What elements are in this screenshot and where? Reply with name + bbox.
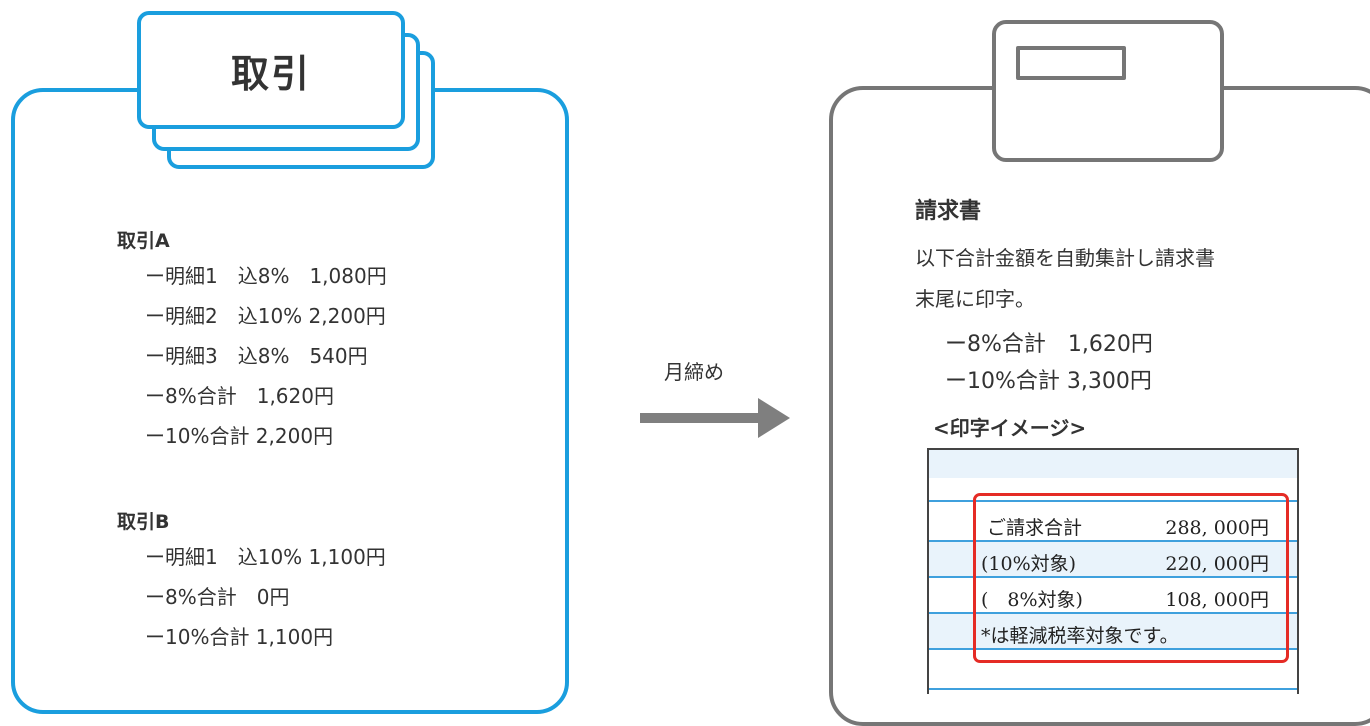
stripe — [929, 448, 1297, 478]
transaction-b-line-1: ー明細1 込10% 1,100円 — [145, 545, 386, 569]
transaction-a-line-1: ー明細1 込8% 1,080円 — [145, 264, 387, 288]
transaction-a-line-3: ー明細3 込8% 540円 — [145, 344, 368, 368]
print-image-label: <印字イメージ> — [933, 416, 1087, 440]
transaction-a-line-5: ー10%合計 2,200円 — [145, 424, 334, 448]
transaction-b-line-2: ー8%合計 0円 — [145, 585, 290, 609]
invoice-document-icon — [992, 20, 1224, 162]
right-arrow-icon — [640, 398, 790, 438]
rule-line — [929, 540, 1297, 542]
print-row-label: ( 8%対象) — [981, 589, 1083, 611]
invoice-description: 以下合計金額を自動集計し請求書 末尾に印字。 — [915, 238, 1215, 320]
card-title: 取引 — [230, 51, 311, 96]
print-row-label: ご請求合計 — [987, 517, 1083, 539]
transaction-b-line-3: ー10%合計 1,100円 — [145, 625, 334, 649]
stripe — [929, 542, 1297, 578]
rule-line — [929, 576, 1297, 578]
print-row-amount: 288, 000円 — [1165, 517, 1269, 539]
rule-line — [929, 500, 1297, 502]
print-row-amount: 220, 000円 — [1165, 553, 1269, 575]
transaction-b-title: 取引B — [117, 511, 170, 533]
transactions-panel — [11, 88, 569, 714]
transaction-b: 取引B ー明細1 込10% 1,100円 ー8%合計 0円 ー10%合計 1,1… — [117, 507, 386, 657]
transaction-card-stack-icon: 取引 — [137, 11, 447, 171]
card-front: 取引 — [137, 11, 405, 129]
monthly-close-label: 月締め — [664, 360, 724, 384]
document-slot — [1016, 46, 1126, 80]
print-row-amount: 108, 000円 — [1165, 589, 1269, 611]
print-row-label: (10%対象) — [981, 553, 1077, 575]
transaction-a-line-4: ー8%合計 1,620円 — [145, 384, 334, 408]
rule-line — [929, 648, 1297, 650]
rule-line — [929, 612, 1297, 614]
invoice-description-line-2: 末尾に印字。 — [915, 287, 1035, 311]
total-highlight-box — [973, 493, 1289, 663]
rule-line — [929, 688, 1297, 690]
stripe — [929, 614, 1297, 650]
transaction-a-title: 取引A — [117, 230, 170, 252]
invoice-total-10: ー10%合計 3,300円 — [945, 369, 1152, 394]
print-image: ご請求合計 288, 000円 (10%対象) 220, 000円 ( 8%対象… — [927, 448, 1299, 694]
invoice-total-8: ー8%合計 1,620円 — [945, 332, 1153, 357]
invoice-description-line-1: 以下合計金額を自動集計し請求書 — [915, 246, 1215, 270]
invoice-title: 請求書 — [915, 199, 982, 224]
rule-line — [929, 448, 1297, 450]
transaction-a: 取引A ー明細1 込8% 1,080円 ー明細2 込10% 2,200円 ー明細… — [117, 226, 387, 456]
transaction-a-line-2: ー明細2 込10% 2,200円 — [145, 304, 386, 328]
print-note: *は軽減税率対象です。 — [981, 625, 1179, 647]
